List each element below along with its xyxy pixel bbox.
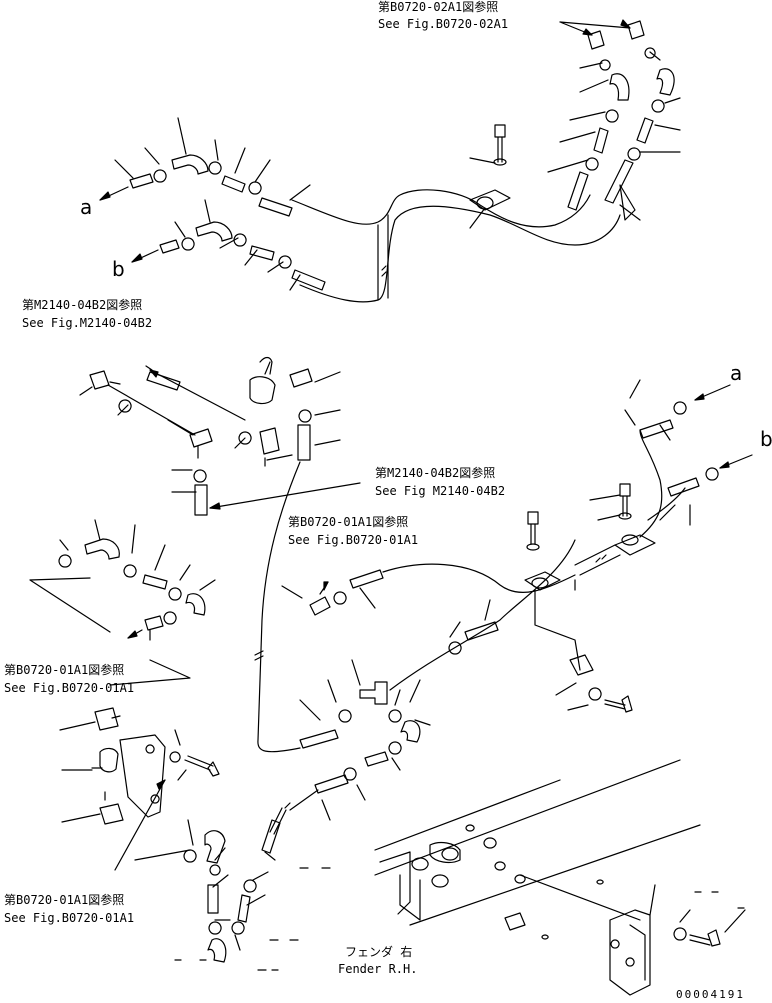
drawing-code: 00004191	[676, 988, 745, 1001]
ref-m2140-04b2-en-top: See Fig.M2140-04B2	[22, 316, 153, 330]
fender-label-jp: フェンダ 右	[345, 945, 413, 959]
bottom-left-fittings	[134, 802, 291, 963]
letter-b-right: b	[760, 427, 772, 451]
fender-label-en: Fender R.H.	[338, 962, 418, 976]
ref-b0720-02a1-jp: 第B0720-02A1図参照	[378, 0, 499, 14]
ref-b0720-01a1-jp-bottom: 第B0720-01A1図参照	[4, 893, 125, 907]
left-tee-fittings	[29, 519, 216, 686]
ref-b0720-01a1-jp-left: 第B0720-01A1図参照	[4, 663, 125, 677]
ref-m2140-04b2-en-mid: See Fig M2140-04B2	[375, 484, 506, 498]
ref-b0720-01a1-en-left: See Fig.B0720-01A1	[4, 681, 135, 695]
letter-a-right: a	[730, 361, 743, 385]
letter-a-left: a	[80, 195, 93, 219]
fender-frame	[374, 759, 746, 996]
bracket-assembly	[59, 707, 220, 871]
ref-b0720-01a1-jp-mid: 第B0720-01A1図参照	[288, 515, 409, 529]
ref-m2140-04b2-jp-mid: 第M2140-04B2図参照	[375, 466, 496, 480]
upper-hose-assembly	[99, 19, 681, 303]
ref-b0720-01a1-en-mid: See Fig.B0720-01A1	[288, 533, 419, 547]
ref-b0720-01a1-en-bottom: See Fig.B0720-01A1	[4, 911, 135, 925]
letter-b-left: b	[112, 257, 125, 281]
ref-b0720-02a1-en: See Fig.B0720-02A1	[378, 17, 509, 31]
middle-left-fittings	[79, 356, 361, 753]
leader-dashes	[174, 867, 745, 971]
ref-m2140-04b2-jp-top: 第M2140-04B2図参照	[22, 298, 143, 312]
middle-hose-assembly	[281, 379, 753, 821]
